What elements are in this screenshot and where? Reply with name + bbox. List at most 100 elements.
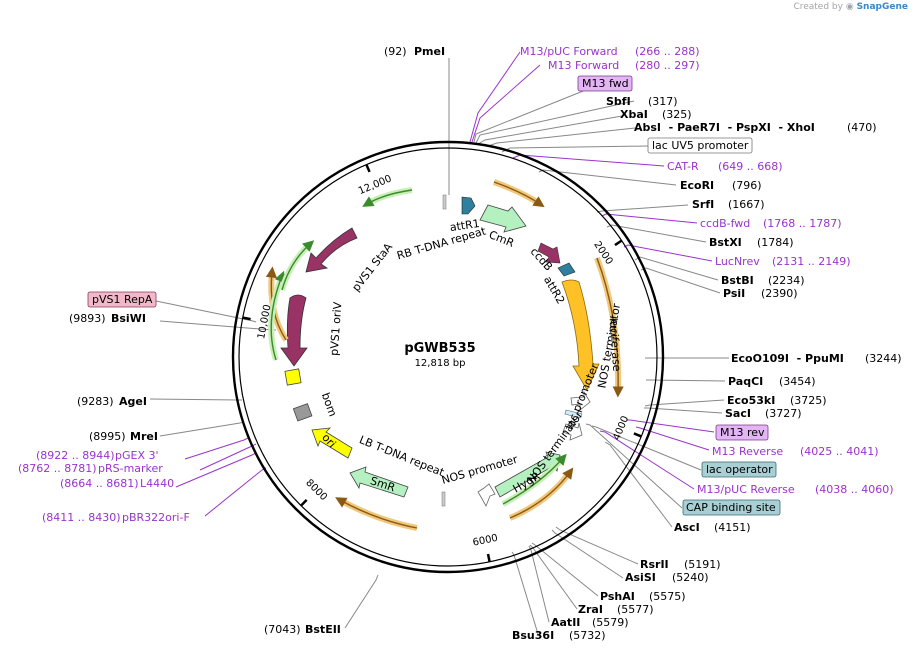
pvs1-staa-arrow [305, 227, 358, 273]
orf-arc-4-core [502, 453, 567, 505]
bom-marker [292, 403, 313, 422]
site-absi-xhoi: AbsI - PaeR7I - PspXI - XhoI [634, 121, 815, 134]
primer-m13-reverse: M13 Reverse [712, 445, 783, 458]
nos-terminator-arrow-2 [562, 422, 583, 441]
site-bstxi: BstXI [709, 236, 742, 249]
tick-mark [365, 164, 371, 173]
site-bstbi-pos: (2234) [768, 274, 805, 287]
plasmid-length: 12,818 bp [415, 358, 466, 369]
site-pshai-pos: (5575) [649, 590, 686, 603]
orf-arc-7-core [270, 270, 286, 361]
orf-arc-5 [338, 497, 418, 531]
box-pvs1-repa [87, 291, 157, 308]
tick-mark [486, 553, 491, 563]
site-labels: (92) PmeI M13/pUC Forward (266 .. 288) M… [18, 45, 902, 642]
primer-m13-puc-forward-pos: (266 .. 288) [635, 45, 700, 58]
feature-label-pvs1-oriv: pVS1 oriV [328, 301, 345, 356]
feature-label-attr1: attR1 [449, 217, 481, 234]
site-eco53ki-pos: (3725) [790, 394, 827, 407]
tick-label: 6000 [472, 533, 499, 549]
tick-label: 8000 [303, 477, 329, 503]
site-zrai-pos: (5577) [617, 603, 654, 616]
primer-pgex3: pGEX 3' [115, 449, 159, 462]
site-bsu36i: Bsu36I [512, 629, 554, 642]
ori-arrow [311, 427, 353, 459]
box-cap-binding-site [682, 499, 781, 516]
box-lac-operator-label: lac operator [706, 463, 773, 476]
cmr-arrow [479, 204, 527, 233]
primer-prs-marker-pos: (8762 .. 8781) [18, 462, 97, 475]
orf-arc-1-core [493, 181, 545, 208]
primer-pgex3-pos: (8922 .. 8944) [36, 449, 115, 462]
orf-arc-9 [365, 187, 413, 207]
tick-label: 4000 [611, 414, 631, 442]
primer-lucnrev-pos: (2131 .. 2149) [772, 255, 851, 268]
site-mrei: MreI [130, 430, 158, 443]
box-lac-operator [701, 461, 777, 478]
pvs1-repa-arrow [280, 294, 308, 367]
site-rsrii: RsrII [640, 558, 669, 571]
box-m13-rev-label: M13 rev [720, 426, 765, 439]
snapgene-logo-icon: ◉ [845, 2, 854, 12]
credit-prefix: Created by [793, 2, 843, 12]
nos-promoter-arrow [477, 483, 496, 507]
nos-terminator-arrow-1 [570, 390, 591, 411]
attr2-arrow [557, 262, 576, 277]
site-ecori: EcoRI [680, 179, 714, 192]
primer-lucnrev: LucNrev [715, 255, 760, 268]
box-lac-uv5-label: lac UV5 promoter [652, 139, 749, 152]
site-pshai: PshAI [600, 590, 635, 603]
tick-mark [300, 499, 308, 507]
smr-arrow [349, 466, 409, 498]
primer-cat-r: CAT-R [667, 160, 699, 173]
primer-pbr322ori-f-pos: (8411 .. 8430) [42, 511, 121, 524]
tick-mark [614, 239, 623, 247]
site-aatii: AatII [551, 616, 580, 629]
site-srfi-pos: (1667) [728, 198, 765, 211]
site-saci-pos: (3727) [765, 407, 802, 420]
primer-m13-forward: M13 Forward [548, 59, 619, 72]
site-paqci: PaqCI [728, 375, 763, 388]
site-sbfi-pos: (317) [648, 95, 678, 108]
feature-layer [280, 194, 600, 507]
snapgene-credit: Created by ◉ SnapGene [793, 2, 908, 12]
primer-l4440: L4440 [140, 477, 174, 490]
feature-label-luciferase: luciferase [607, 318, 624, 373]
site-agei: AgeI [119, 395, 147, 408]
primer-ccdb-fwd-pos: (1768 .. 1787) [763, 217, 842, 230]
site-mrei-pos: (8995) [89, 430, 126, 443]
box-pvs1-repa-label: pVS1 RepA [92, 293, 153, 306]
lb-repeat-marker [441, 491, 446, 507]
feature-label-lb-repeat: LB T-DNA repeat [357, 433, 446, 479]
tick-label: 2000 [591, 240, 614, 267]
site-asisi-pos: (5240) [672, 571, 709, 584]
luciferase-arrow [561, 279, 600, 391]
site-paqci-pos: (3454) [779, 375, 816, 388]
primer-m13-puc-forward: M13/pUC Forward [520, 45, 618, 58]
site-aatii-pos: (5579) [592, 616, 629, 629]
site-asisi: AsiSI [625, 571, 656, 584]
credit-brand: SnapGene [856, 2, 908, 12]
site-sbfi: SbfI [606, 95, 631, 108]
orf-arc-2-core [596, 257, 624, 398]
primer-m13-reverse-pos: (4025 .. 4041) [800, 445, 879, 458]
site-eco53ki: Eco53kI [727, 394, 775, 407]
plasmid-name: pGWB535 [404, 341, 475, 356]
site-bsteii: BstEII [305, 623, 341, 636]
feature-label-attr2: attR2 [541, 274, 567, 306]
site-bsiwi-pos: (9893) [69, 312, 106, 325]
site-bstxi-pos: (1784) [757, 236, 794, 249]
orf-arc-5-core [335, 497, 418, 529]
box-m13-rev [715, 424, 769, 441]
site-bstbi: BstBI [721, 274, 754, 287]
primer-pbr322ori-f: pBR322ori-F [122, 511, 190, 524]
pvs1-oriv-marker [284, 368, 302, 386]
site-pmei: PmeI [414, 45, 445, 58]
site-bsu36i-pos: (5732) [569, 629, 606, 642]
site-ecoo109i: EcoO109I - PpuMI [731, 352, 844, 365]
feature-label-rb-repeat: RB T-DNA repeat [395, 224, 488, 262]
orf-arc-9-core [362, 189, 413, 207]
box-lac-uv5 [647, 137, 753, 154]
primer-m13-forward-pos: (280 .. 297) [635, 59, 700, 72]
